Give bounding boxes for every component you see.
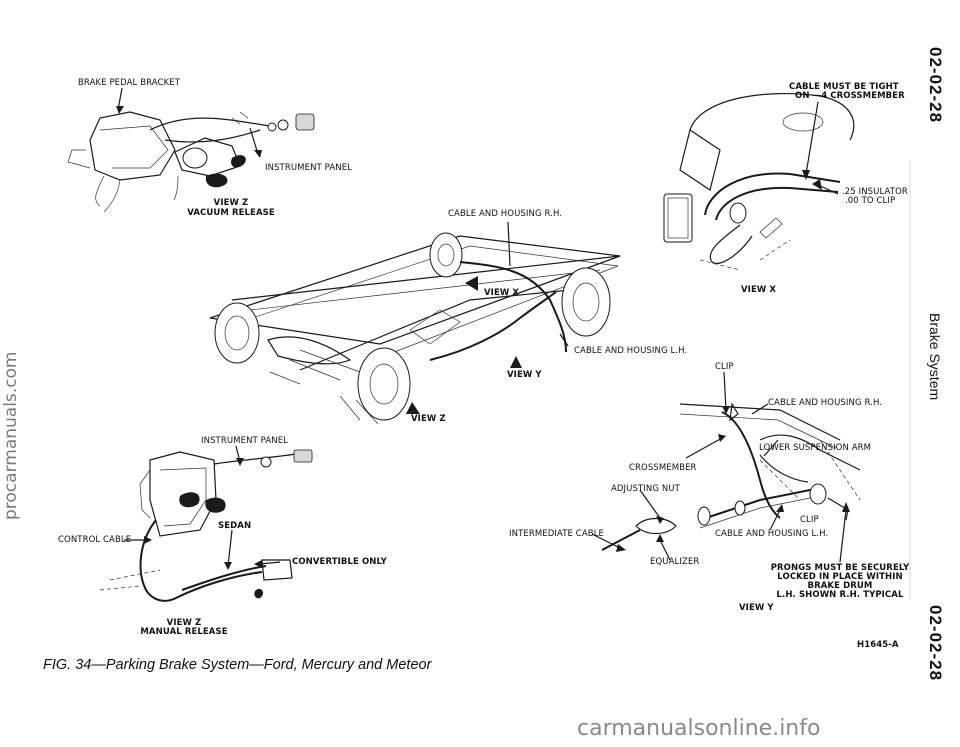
view-y-title: VIEW Y [739, 603, 774, 613]
page-number-top: 02-02-28 [926, 47, 945, 124]
label-insulator: .25 INSULATOR [842, 187, 908, 197]
label-control-cable: CONTROL CABLE [58, 535, 132, 545]
label-equalizer: EQUALIZER [650, 557, 700, 567]
label-cable-housing-lh-y: CABLE AND HOUSING L.H. [715, 529, 829, 539]
view-z-vacuum-subtitle: VACUUM RELEASE [187, 208, 275, 218]
view-z-vacuum-title: VIEW Z [213, 198, 249, 208]
label-instrument-panel-top: INSTRUMENT PANEL [265, 163, 352, 173]
callout-view-x: VIEW X [484, 288, 520, 298]
view-y-drawing [591, 371, 861, 563]
note-prongs-line2: LOCKED IN PLACE WITHIN [777, 572, 903, 582]
label-clip-bottom: CLIP [800, 515, 819, 525]
watermark-bottom: carmanualsonline.info [577, 716, 821, 741]
label-to-clip: .00 TO CLIP [845, 196, 896, 206]
label-brake-pedal-bracket: BRAKE PEDAL BRACKET [78, 78, 181, 88]
label-intermediate-cable: INTERMEDIATE CABLE [509, 529, 604, 539]
label-crossmember: CROSSMEMBER [629, 463, 697, 473]
label-on-crossmember: ON —4 CROSSMEMBER [795, 91, 905, 101]
note-prongs-line4: L.H. SHOWN R.H. TYPICAL [776, 590, 904, 600]
note-prongs-line3: BRAKE DRUM [807, 581, 873, 591]
page-number-bottom: 02-02-28 [926, 605, 945, 682]
label-adjusting-nut: ADJUSTING NUT [611, 484, 680, 494]
label-cable-must-be-tight: CABLE MUST BE TIGHT [789, 82, 899, 92]
view-x-title: VIEW X [741, 285, 777, 295]
manual-release-drawing [99, 445, 313, 602]
figure-caption: FIG. 34—Parking Brake System—Ford, Mercu… [43, 657, 432, 673]
view-x-drawing [663, 93, 855, 271]
view-z-manual-title: VIEW Z [166, 618, 202, 628]
view-z-manual-subtitle: MANUAL RELEASE [140, 627, 228, 637]
callout-view-y: VIEW Y [507, 370, 542, 380]
label-convertible-only: CONVERTIBLE ONLY [292, 557, 387, 567]
label-lower-suspension-arm: LOWER SUSPENSION ARM [759, 443, 872, 453]
label-cable-housing-rh-y: CABLE AND HOUSING R.H. [768, 398, 883, 408]
label-instrument-panel-bottom: INSTRUMENT PANEL [201, 436, 288, 446]
watermark-left: procarmanuals.com [1, 351, 21, 521]
vacuum-release-drawing [67, 87, 315, 213]
note-prongs-line1: PRONGS MUST BE SECURELY [770, 563, 910, 573]
label-sedan: SEDAN [218, 521, 252, 531]
label-cable-housing-rh: CABLE AND HOUSING R.H. [448, 209, 563, 219]
callout-view-z: VIEW Z [411, 414, 446, 424]
chassis-drawing [209, 221, 621, 425]
figure-code: H1645-A [857, 640, 899, 650]
section-title: Brake System [927, 313, 943, 401]
label-cable-housing-lh: CABLE AND HOUSING L.H. [574, 346, 688, 356]
label-clip-top: CLIP [715, 362, 734, 372]
